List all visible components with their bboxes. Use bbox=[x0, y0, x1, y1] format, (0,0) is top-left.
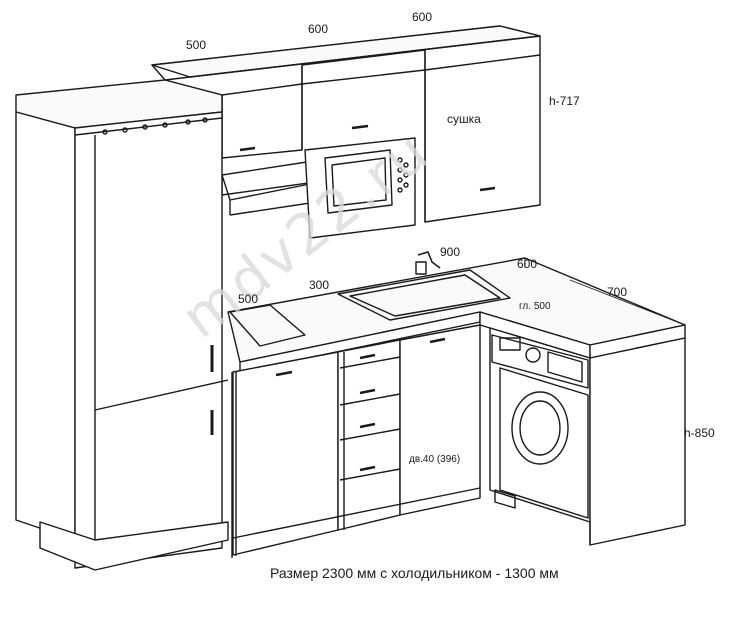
dim-base-height: h-850 bbox=[684, 426, 715, 440]
door-cabinet-label: дв.40 (396) bbox=[409, 454, 461, 465]
dimension-lines bbox=[524, 258, 686, 326]
dim-upper-right-width: 600 bbox=[412, 10, 433, 24]
dryer-label: сушка bbox=[447, 112, 481, 126]
upper-cabinets bbox=[151, 25, 541, 223]
dim-upper-height: h-717 bbox=[549, 94, 580, 108]
dim-sink-width: 900 bbox=[440, 245, 461, 259]
dim-upper-mid-width: 600 bbox=[308, 22, 329, 36]
dim-corner-depth: 600 bbox=[517, 257, 538, 271]
washing-machine bbox=[489, 327, 686, 546]
caption: Размер 2300 мм с холодильником - 1300 мм bbox=[270, 565, 559, 581]
refrigerator bbox=[15, 79, 229, 571]
dim-upper-left-width: 500 bbox=[186, 38, 207, 52]
countertop bbox=[227, 251, 686, 373]
dim-washer-depth: гл. 500 bbox=[519, 301, 551, 312]
microwave bbox=[304, 137, 416, 239]
dim-hob-width: 500 bbox=[238, 292, 259, 306]
dim-drawers-width: 300 bbox=[309, 278, 330, 292]
dim-side-width: 700 bbox=[607, 285, 628, 299]
base-cabinets bbox=[231, 324, 481, 558]
